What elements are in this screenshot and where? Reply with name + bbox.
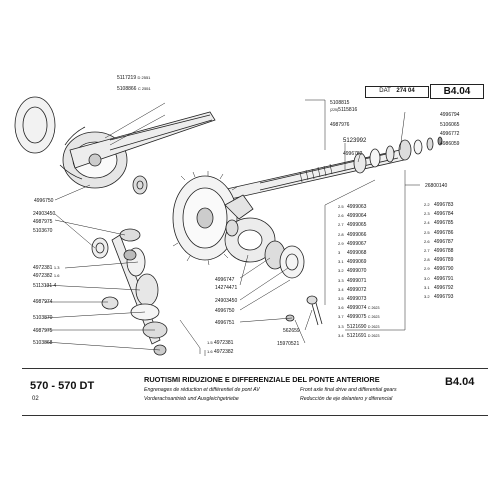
dat-value: 274 04 <box>396 88 415 94</box>
label-left-mid-1: 4996750 <box>34 198 54 204</box>
label-left-ratio-1: 4972381 1.3 <box>33 265 60 271</box>
bolt-and-washer <box>285 295 323 326</box>
date-box: DAT 274 04 <box>365 86 429 98</box>
label-right-top-1: 4996794 <box>440 112 460 118</box>
label-center-low-1: 4996747 <box>215 277 235 283</box>
footer-sub-es: Reducción de eje delantero y diferencial <box>300 396 393 402</box>
crown-wheel <box>172 171 254 266</box>
label-center-low-4: 4996750 <box>215 308 235 314</box>
label-left-mid-2: 24903450 <box>33 211 56 217</box>
label-center-low-2: 14274471 <box>215 285 238 291</box>
label-left-low-5: 5103868 <box>33 340 53 346</box>
dat-label: DAT <box>379 88 391 94</box>
upper-differential-assembly <box>14 96 216 195</box>
differential-case <box>224 217 305 279</box>
label-left-low-1: 5113131 4 <box>33 283 57 289</box>
label-top-left-1: 5117219 D 2551 <box>117 75 151 81</box>
label-right-mid: 26800140 <box>425 183 448 189</box>
label-top-center-1: 5108815 <box>330 100 350 106</box>
label-left-low-4: 4987975 <box>33 328 53 334</box>
page-code-top: B4.04 <box>443 86 471 97</box>
label-center-low-3: 24903450 <box>215 298 238 304</box>
footer-sub-fr: Engrenages de réduction et différentiel … <box>144 387 260 393</box>
footer-model-sub: 02 <box>32 396 39 402</box>
page-code-box: B4.04 <box>430 84 484 99</box>
label-center-ratio-1: 1.5 4972381 <box>207 340 234 346</box>
label-top-center-5: 4996782 <box>343 151 363 157</box>
footer-sub-de: Vorderachsantrieb und Ausgleichgetriebe <box>144 396 239 402</box>
label-top-center-3: 4987976 <box>330 122 350 128</box>
label-left-ratio-2: 4972382 1.6 <box>33 273 60 279</box>
label-top-center-2: (225)5115816 <box>330 107 358 113</box>
footer-sub-en: Front axle final drive and differential … <box>300 387 397 393</box>
label-left-low-2: 4987974 <box>33 299 53 305</box>
lower-reduction-gears <box>91 228 168 356</box>
label-center-ratio-2: 1.6 4972382 <box>207 349 234 355</box>
label-bottom-mid-1: 562659 <box>283 328 300 334</box>
label-left-mid-4: 5103670 <box>33 228 53 234</box>
footer-model: 570 - 570 DT <box>30 380 95 392</box>
label-top-center-4: 5123992 <box>343 138 367 144</box>
label-bottom-mid-2: 15970521 <box>277 341 300 347</box>
label-right-top-4: 4986059 <box>440 141 460 147</box>
footer-band <box>22 368 488 416</box>
label-right-top-3: 4996772 <box>440 131 460 137</box>
label-right-top-2: 5106065 <box>440 122 460 128</box>
label-top-left-2: 5108866 C 2551 <box>117 86 151 92</box>
footer-title: RUOTISMI RIDUZIONE E DIFFERENZIALE DEL P… <box>144 375 380 384</box>
label-left-low-3: 5103870 <box>33 315 53 321</box>
pinion-shaft <box>199 136 443 206</box>
footer-page-code: B4.04 <box>445 376 475 388</box>
label-center-low-5: 4996751 <box>215 320 235 326</box>
label-left-mid-3: 4987975 <box>33 219 53 225</box>
leader-lines <box>44 99 420 356</box>
